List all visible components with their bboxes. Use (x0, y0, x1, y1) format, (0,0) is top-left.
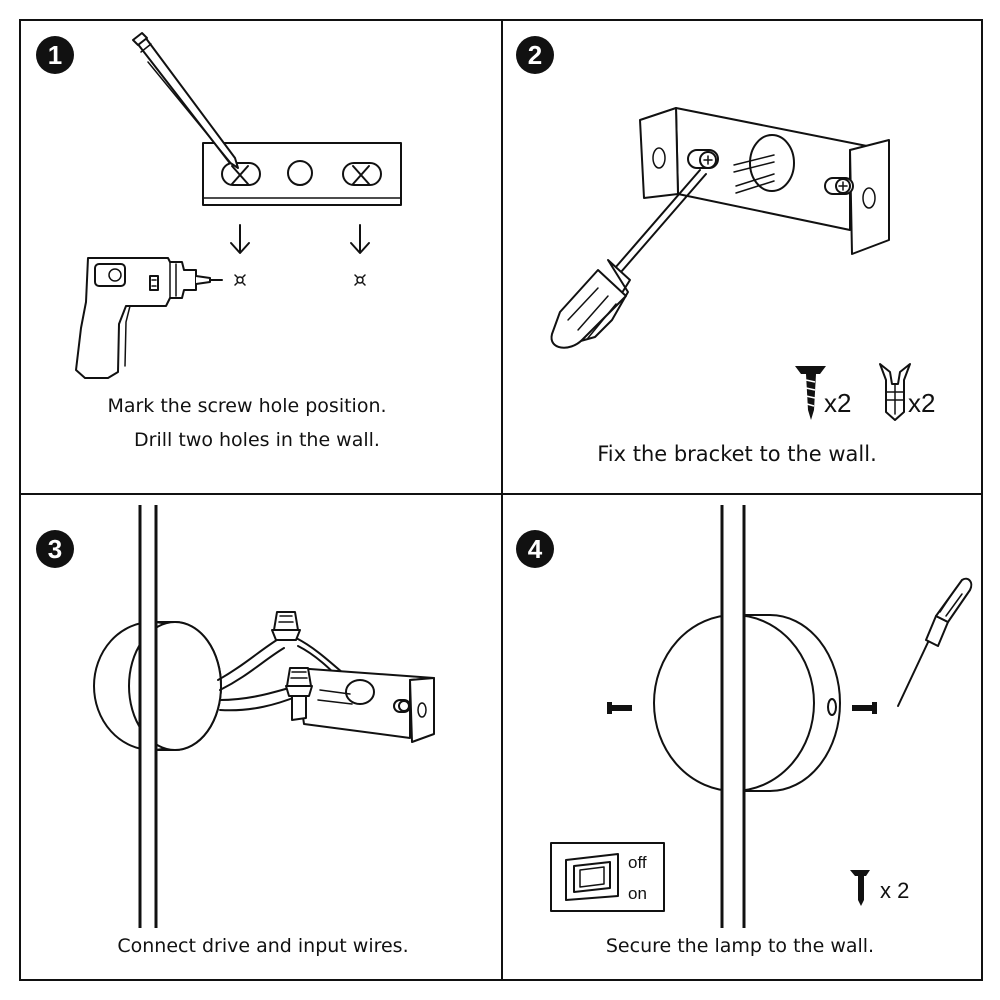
arrow-down-icon (350, 224, 370, 254)
step-3-panel: 3 (36, 505, 435, 957)
arrow-down-icon (230, 224, 250, 254)
step-1-caption-line-1: Mark the screw hole position. (107, 395, 386, 417)
step-number: 1 (48, 40, 62, 70)
lamp-bar (138, 505, 158, 928)
screwdriver-icon (897, 577, 973, 707)
step-number: 4 (528, 534, 543, 564)
step-2-panel: 2 (516, 36, 935, 466)
screw-quantity: x 2 (880, 878, 909, 903)
step-4-panel: 4 (516, 505, 973, 957)
step-number: 3 (48, 534, 62, 564)
wire-nut-icon (285, 667, 313, 697)
mounting-bracket (202, 142, 402, 206)
screwdriver-icon (550, 169, 707, 349)
screw-icon (850, 870, 870, 906)
step-3-badge: 3 (36, 530, 74, 568)
mounting-bracket (639, 107, 890, 255)
screw-icon (607, 702, 632, 714)
screw-icon (852, 702, 877, 714)
step-1-caption-line-2: Drill two holes in the wall. (134, 429, 380, 451)
drill-hole-mark (234, 274, 246, 286)
step-4-badge: 4 (516, 530, 554, 568)
drill-hole-mark (354, 274, 366, 286)
switch-off-label: off (628, 853, 647, 872)
screw-quantity: x2 (824, 388, 851, 418)
anchor-quantity: x2 (908, 388, 935, 418)
mounting-bracket (291, 667, 435, 743)
step-2-badge: 2 (516, 36, 554, 74)
step-2-caption: Fix the bracket to the wall. (597, 442, 877, 466)
lamp-bar (720, 505, 746, 928)
wall-anchor-icon (879, 363, 911, 421)
screw-icon (795, 366, 826, 420)
lamp-disc (653, 614, 841, 792)
pencil-icon (132, 32, 239, 169)
step-3-caption: Connect drive and input wires. (117, 935, 408, 957)
step-number: 2 (528, 40, 542, 70)
switch-icon (550, 842, 665, 912)
step-1-panel: 1 (36, 32, 402, 451)
switch-on-label: on (628, 884, 647, 903)
step-1-badge: 1 (36, 36, 74, 74)
drill-icon (75, 257, 223, 379)
step-4-caption: Secure the lamp to the wall. (606, 935, 874, 957)
wire-nut-icon (271, 611, 301, 641)
